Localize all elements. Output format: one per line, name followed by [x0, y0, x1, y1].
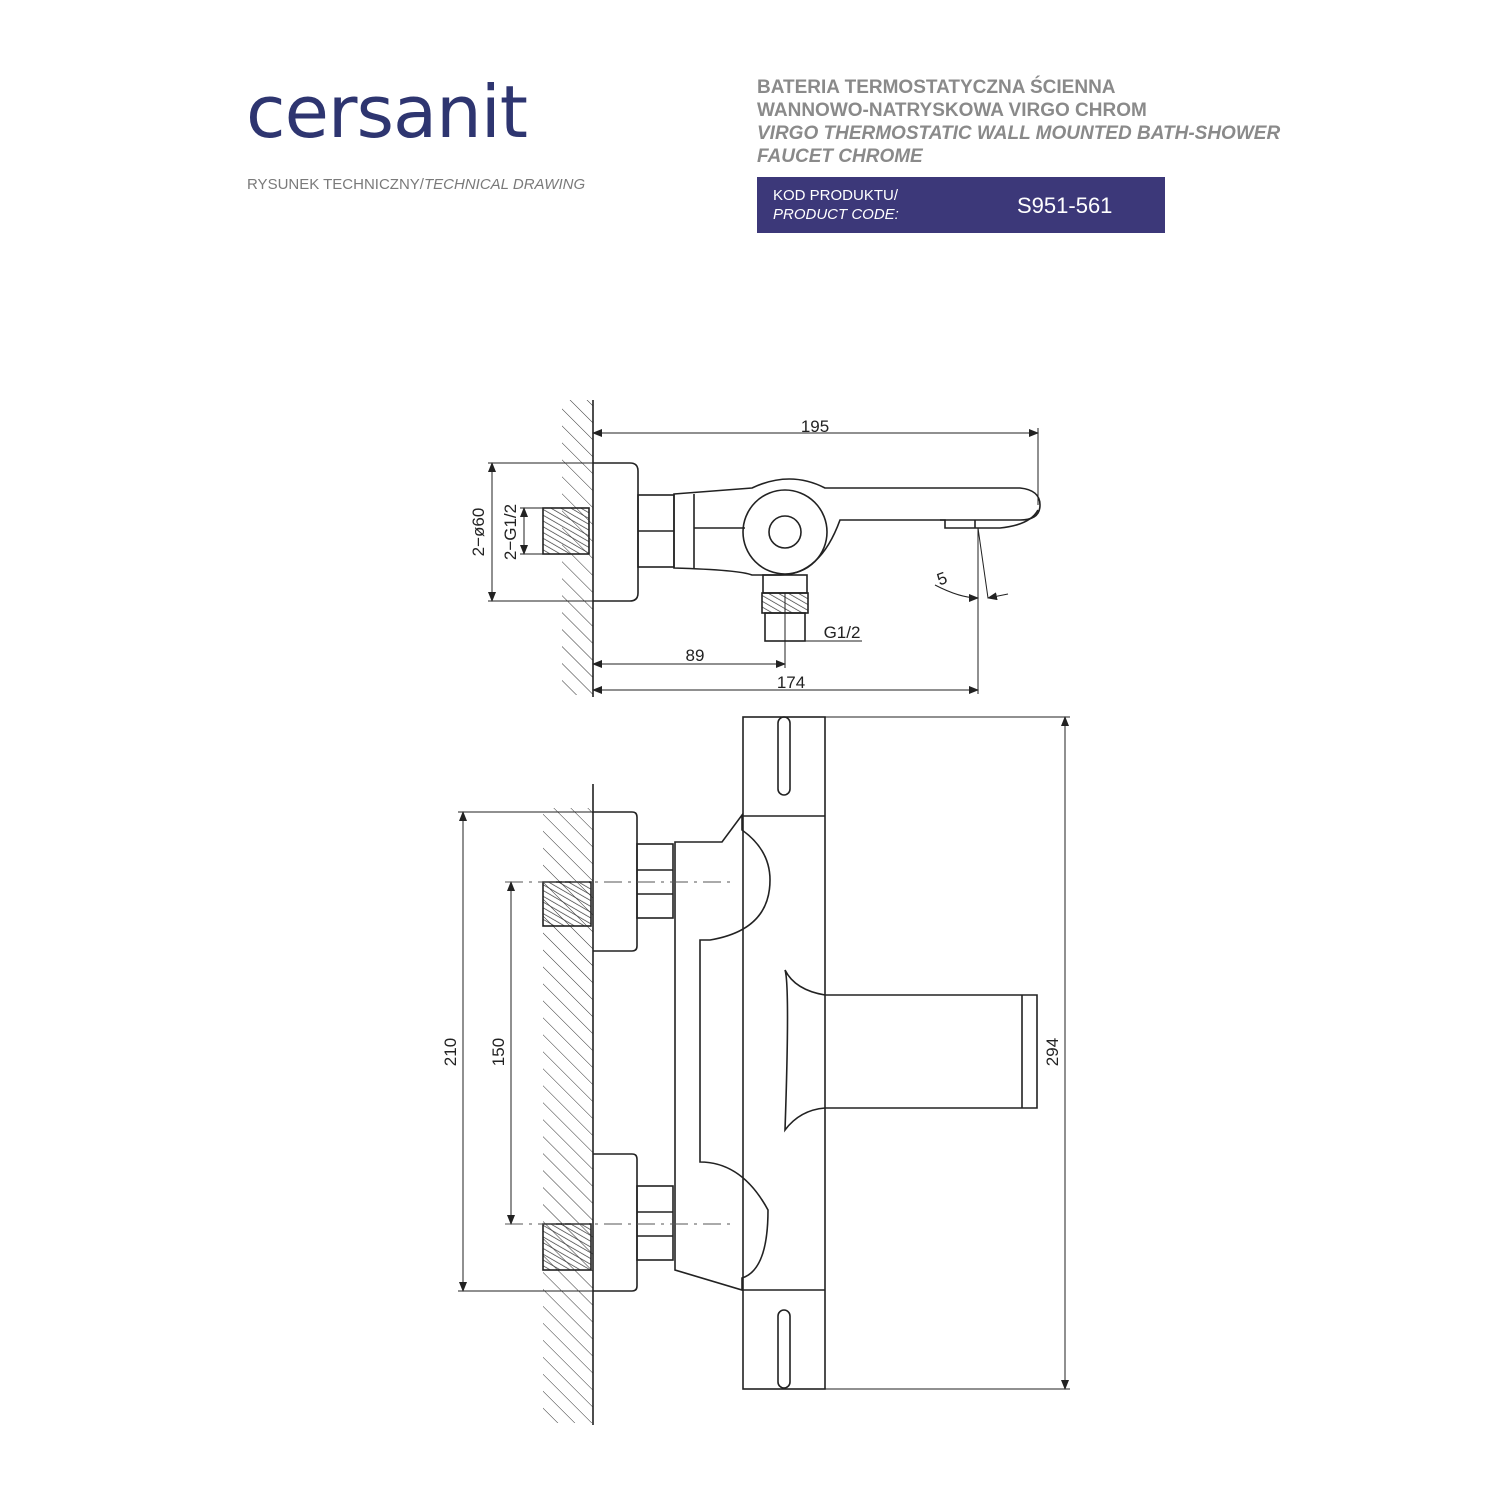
dim-overall-height: 210 [441, 1038, 460, 1066]
thermostat-dial [742, 489, 828, 575]
dim-escutcheon-diameter: 2−ø60 [469, 508, 488, 557]
inlet-thread-top [542, 507, 590, 555]
brand-logo: cersanit [246, 70, 528, 154]
centerlines [505, 881, 735, 1225]
escutcheon-lower [593, 1153, 638, 1292]
drawing-subtitle: RYSUNEK TECHNICZNY/TECHNICAL DRAWING [247, 176, 585, 193]
side-view-dimensions [488, 428, 1039, 694]
product-title: BATERIA TERMOSTATYCZNA ŚCIENNA WANNOWO-N… [757, 76, 1280, 168]
title-line-1: BATERIA TERMOSTATYCZNA ŚCIENNA [757, 77, 1116, 98]
side-view [542, 400, 1041, 697]
inlet-thread-upper [542, 881, 592, 927]
title-line-3: VIRGO THERMOSTATIC WALL MOUNTED BATH-SHO… [757, 123, 1281, 144]
product-code-label: KOD PRODUKTU/ PRODUCT CODE: [773, 186, 899, 224]
title-line-2: WANNOWO-NATRYSKOWA VIRGO CHROM [757, 100, 1147, 121]
dim-outlet-offset: 89 [686, 646, 705, 665]
subtitle-pl: RYSUNEK TECHNICZNY/ [247, 176, 424, 193]
handle-notch-top [777, 716, 791, 796]
code-label-pl: KOD PRODUKTU/ [773, 187, 899, 204]
spout-base-plan [784, 969, 826, 1133]
escutcheon-top [593, 462, 639, 602]
product-code-value: S951-561 [1017, 193, 1113, 218]
dim-outlet-thread: G1/2 [824, 623, 861, 642]
product-code-box: KOD PRODUKTU/ PRODUCT CODE: S951-561 [757, 177, 1165, 233]
elbow-connectors [674, 812, 771, 1292]
mixer-body-top [673, 478, 1041, 576]
nut-upper [636, 843, 674, 919]
dim-body-length: 294 [1043, 1038, 1062, 1066]
code-label-en: PRODUCT CODE: [773, 206, 899, 223]
dim-inlet-spacing: 150 [489, 1038, 508, 1066]
mixer-body-main [742, 716, 826, 1390]
dim-spout-offset: 174 [777, 673, 805, 692]
handle-notch-bottom [777, 1309, 791, 1389]
dim-spout-length: 195 [801, 417, 829, 436]
dim-inlet-thread: 2−G1/2 [501, 504, 520, 560]
spout-plan [825, 994, 1038, 1109]
plan-view [542, 716, 1038, 1425]
inlet-thread-lower [542, 1223, 592, 1271]
subtitle-en: TECHNICAL DRAWING [423, 176, 586, 193]
title-line-4: FAUCET CHROME [757, 146, 923, 167]
outlet-collar [762, 574, 808, 594]
nut-lower [636, 1185, 674, 1261]
plan-view-dimensions [458, 716, 1070, 1390]
spout-tip-top [940, 509, 1039, 529]
